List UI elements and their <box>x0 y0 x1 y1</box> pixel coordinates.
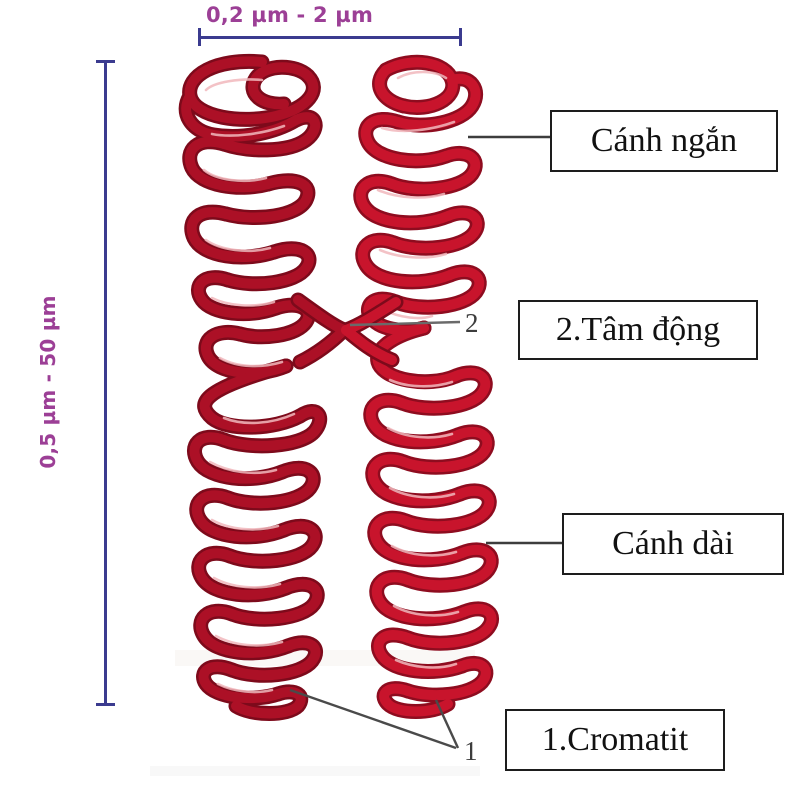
callout-short-arm-label: Cánh ngắn <box>590 122 738 159</box>
height-bracket-cap-bottom <box>96 703 115 706</box>
height-bracket-bar <box>104 60 107 706</box>
index-marker-1: 1 <box>464 736 478 766</box>
width-bracket-cap-right <box>459 28 462 46</box>
index-marker-2: 2 <box>465 308 479 338</box>
callout-chromatid-label: 1.Cromatit <box>541 721 689 758</box>
centromere-constriction <box>290 292 404 370</box>
chromatid-left-short-arm <box>178 53 328 721</box>
callout-centromere-label: 2.Tâm động <box>555 311 721 348</box>
callout-short-arm: Cánh ngắn <box>550 110 778 172</box>
height-bracket-cap-top <box>96 60 115 63</box>
chromatid-right <box>353 54 499 719</box>
callout-centromere: 2.Tâm động <box>518 300 758 360</box>
callout-long-arm: Cánh dài <box>562 513 784 575</box>
width-bracket-cap-left <box>198 28 201 46</box>
width-bracket-bar <box>198 36 462 39</box>
callout-chromatid: 1.Cromatit <box>505 709 725 771</box>
width-dimension-label: 0,2 µm - 2 µm <box>206 3 374 27</box>
callout-long-arm-label: Cánh dài <box>612 525 734 562</box>
